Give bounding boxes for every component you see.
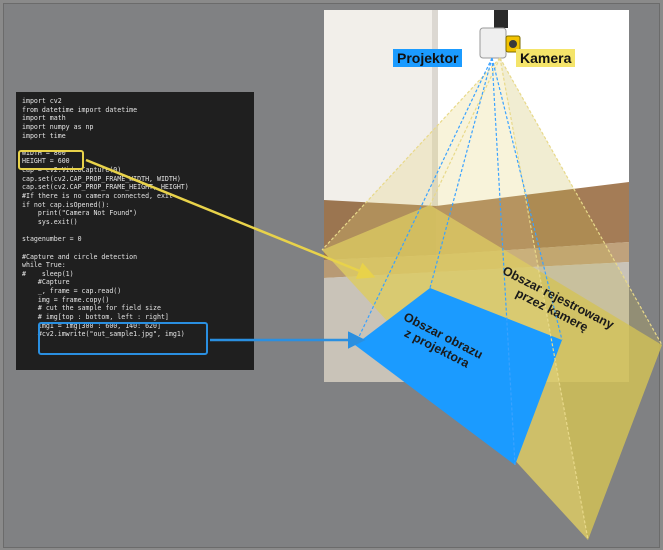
wall-corner xyxy=(432,10,438,240)
code-line: while True: xyxy=(22,261,66,270)
code-line: import time xyxy=(22,131,66,140)
camera-rays xyxy=(321,57,663,541)
code-line: import math xyxy=(22,114,66,123)
right-wainscot xyxy=(436,182,629,255)
ceiling-mount xyxy=(494,10,508,28)
projector-label: Projektor xyxy=(393,49,463,67)
camera-label: Kamera xyxy=(516,49,576,67)
code-line: stagenumber = 0 xyxy=(22,235,82,244)
code-line: if not cap.isOpened(): xyxy=(22,200,110,209)
code-line: cap.set(cv2.CAP_PROP_FRAME_WIDTH, WIDTH) xyxy=(22,174,181,183)
code-line: #cv2.imwrite("out_sample1.jpg", img1) xyxy=(22,330,185,339)
camera-frustum-right xyxy=(500,58,662,540)
code-line: #Capture and circle detection xyxy=(22,252,138,261)
crop-highlight-box xyxy=(38,322,208,355)
code-line: # cut the sample for field size xyxy=(22,304,161,313)
code-line: # sleep(1) xyxy=(22,269,74,278)
right-wall xyxy=(436,10,629,240)
code-line: cap.set(cv2.CAP_PROP_FRAME_HEIGHT, HEIGH… xyxy=(22,183,189,192)
code-line: from datetime import datetime xyxy=(22,105,138,114)
code-line: img = frame.copy() xyxy=(22,295,110,304)
code-line: import cv2 xyxy=(22,97,62,105)
width-height-highlight-box xyxy=(18,150,84,170)
projector-rays xyxy=(354,57,563,466)
code-line: print("Camera Not Found") xyxy=(22,209,138,218)
code-line: cap = cv2.VideoCapture(0) xyxy=(22,166,122,175)
left-wall xyxy=(324,10,436,240)
code-line: sys.exit() xyxy=(22,217,78,226)
code-line: # img[top : bottom, left : right] xyxy=(22,313,169,322)
code-line: #If there is no camera connected, exit xyxy=(22,192,173,201)
code-line: WIDTH = 800 xyxy=(22,148,66,157)
code-line: #Capture xyxy=(22,278,70,287)
code-line: HEIGHT = 600 xyxy=(22,157,70,166)
code-line: import numpy as np xyxy=(22,122,94,131)
code-line: _, frame = cap.read() xyxy=(22,287,122,296)
code-line: img1 = img[300 : 600, 140: 620] xyxy=(22,321,161,330)
yellow-arrow xyxy=(85,158,376,279)
projector-image-area xyxy=(355,288,562,465)
